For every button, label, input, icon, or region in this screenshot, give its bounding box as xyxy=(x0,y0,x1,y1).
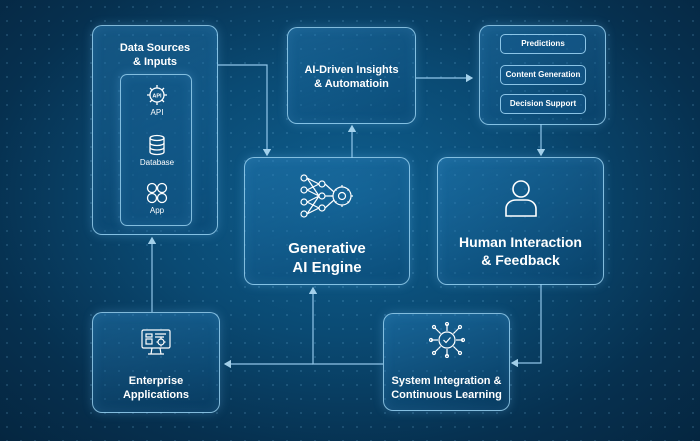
source-label-app: App xyxy=(149,206,165,215)
output-predictions: Predictions xyxy=(500,34,586,54)
source-label-database: Database xyxy=(139,158,175,167)
data-sources-inner-panel: API API Database App xyxy=(120,74,192,226)
human-title: Human Interaction & Feedback xyxy=(459,234,582,268)
insights-title: AI-Driven Insights & Automatioin xyxy=(304,64,399,90)
output-content-generation: Content Generation xyxy=(500,65,586,85)
enterprise-card: Enterprise Applications xyxy=(92,312,220,413)
enterprise-computer-icon xyxy=(141,329,171,355)
outputs-card: Predictions Content Generation Decision … xyxy=(479,25,606,125)
source-item-database: Database xyxy=(124,131,190,171)
data-sources-title: Data Sources & Inputs xyxy=(119,42,191,68)
engine-title: Generative AI Engine xyxy=(288,240,366,276)
svg-text:API: API xyxy=(152,94,162,100)
app-grid-icon xyxy=(146,182,168,204)
human-card: Human Interaction & Feedback xyxy=(437,157,604,285)
connector-system-to-engine xyxy=(308,286,383,365)
system-title: System Integration & Continuous Learning xyxy=(391,375,502,401)
database-icon xyxy=(149,134,165,156)
output-decision-support: Decision Support xyxy=(500,94,586,114)
user-icon xyxy=(505,180,537,217)
api-icon: API xyxy=(147,85,167,105)
connector-human-to-system xyxy=(510,284,542,368)
source-label-api: API xyxy=(150,108,164,117)
system-card: System Integration & Continuous Learning xyxy=(383,313,510,411)
source-item-app: App xyxy=(124,179,190,219)
data-sources-card: Data Sources & Inputs API API Database xyxy=(92,25,218,235)
gear-chip-icon xyxy=(429,322,465,358)
insights-card: AI-Driven Insights & Automatioin xyxy=(287,27,416,124)
enterprise-title: Enterprise Applications xyxy=(122,375,189,401)
source-item-api: API API xyxy=(124,81,190,121)
connector-sources-to-engine xyxy=(218,64,272,157)
engine-card: Generative AI Engine xyxy=(244,157,410,285)
neural-network-icon xyxy=(300,174,353,218)
